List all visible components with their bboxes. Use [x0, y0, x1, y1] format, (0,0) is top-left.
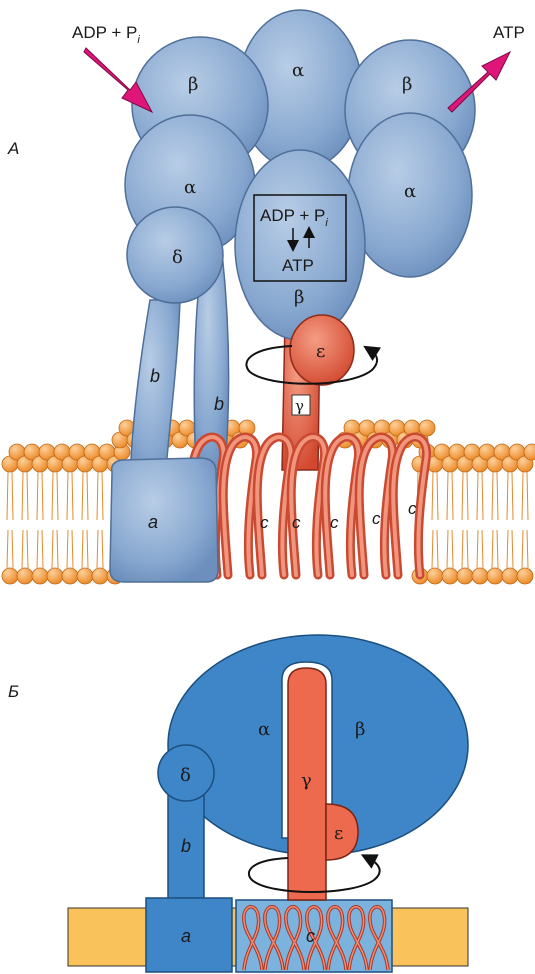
- lipid-tail: [7, 530, 13, 568]
- lipid-tail: [22, 472, 28, 520]
- lipid-head: [487, 568, 503, 584]
- atp-label: ATP: [493, 23, 525, 42]
- lipid-tail: [507, 530, 513, 568]
- lipid-tail: [52, 472, 58, 520]
- lipid-head: [77, 568, 93, 584]
- alpha-right-label: α: [404, 181, 416, 202]
- lipid-head: [517, 568, 533, 584]
- delta-label-b: δ: [180, 765, 191, 786]
- lipid-tail: [447, 472, 453, 520]
- lipid-tail: [67, 530, 73, 568]
- c-label-3: c: [330, 513, 339, 532]
- lipid-head: [2, 568, 18, 584]
- lipid-tail: [432, 530, 438, 568]
- b-right-label: b: [214, 394, 224, 414]
- lipid-tail: [22, 530, 28, 568]
- lipid-tail: [462, 472, 468, 520]
- lipid-tail: [37, 472, 43, 520]
- lipid-tail: [462, 530, 468, 568]
- gamma-label: γ: [295, 397, 304, 415]
- lipid-head: [419, 420, 435, 436]
- a-label: a: [148, 512, 158, 532]
- lipid-tail: [477, 530, 483, 568]
- lipid-tail: [67, 472, 73, 520]
- lipid-tail: [82, 530, 88, 568]
- lipid-head: [32, 568, 48, 584]
- c-label-4: c: [372, 509, 381, 528]
- lipid-tail: [7, 472, 13, 520]
- lipid-tail: [432, 472, 438, 520]
- lipid-head: [17, 568, 33, 584]
- lipid-tail: [522, 472, 528, 520]
- beta-right-label: β: [402, 74, 412, 95]
- c-label-1: c: [260, 513, 269, 532]
- delta-label: δ: [172, 247, 183, 268]
- a-subunit: [110, 458, 218, 582]
- lipid-head: [92, 568, 108, 584]
- adp-pi-label: ADP + Pi: [72, 23, 140, 46]
- lipid-tail: [522, 530, 528, 568]
- lipid-tail: [492, 472, 498, 520]
- lipid-head: [502, 568, 518, 584]
- b-stalk-left: [130, 300, 180, 480]
- lipid-tail: [507, 472, 513, 520]
- alpha-top-label: α: [292, 60, 304, 81]
- c-label-5: c: [408, 499, 417, 518]
- lipid-tail: [447, 530, 453, 568]
- lipid-tail: [477, 472, 483, 520]
- panel-b: Б α β γ δ ε b a c: [8, 635, 468, 972]
- lipid-tail: [97, 472, 103, 520]
- epsilon-label: ε: [316, 341, 325, 362]
- lipid-tail: [492, 530, 498, 568]
- beta-label-b: β: [355, 719, 365, 740]
- panel-b-label: Б: [8, 682, 19, 701]
- panel-a: А ADP + Pi ATP β α β α α δ β ε γ b b a A…: [2, 10, 535, 584]
- c-label-b: c: [306, 926, 315, 946]
- b-label-b: b: [181, 836, 191, 856]
- alpha-label-b: α: [258, 719, 270, 740]
- reaction-bottom-label: ATP: [282, 256, 314, 275]
- lipid-tail: [37, 530, 43, 568]
- b-left-label: b: [150, 366, 160, 386]
- lipid-tail: [97, 530, 103, 568]
- gamma-label-b: γ: [301, 770, 312, 791]
- beta-center-label: β: [294, 287, 304, 308]
- lipid-head: [457, 568, 473, 584]
- beta-left-label: β: [188, 74, 198, 95]
- epsilon-label-b: ε: [334, 823, 343, 844]
- panel-a-label: А: [7, 139, 19, 158]
- lipid-head: [472, 568, 488, 584]
- lipid-tail: [82, 472, 88, 520]
- lipid-head: [47, 568, 63, 584]
- lipid-head: [442, 568, 458, 584]
- lipid-head: [62, 568, 78, 584]
- c-label-2: c: [292, 513, 301, 532]
- lipid-head: [427, 568, 443, 584]
- lipid-tail: [52, 530, 58, 568]
- a-label-b: a: [181, 926, 191, 946]
- alpha-left-label: α: [184, 177, 196, 198]
